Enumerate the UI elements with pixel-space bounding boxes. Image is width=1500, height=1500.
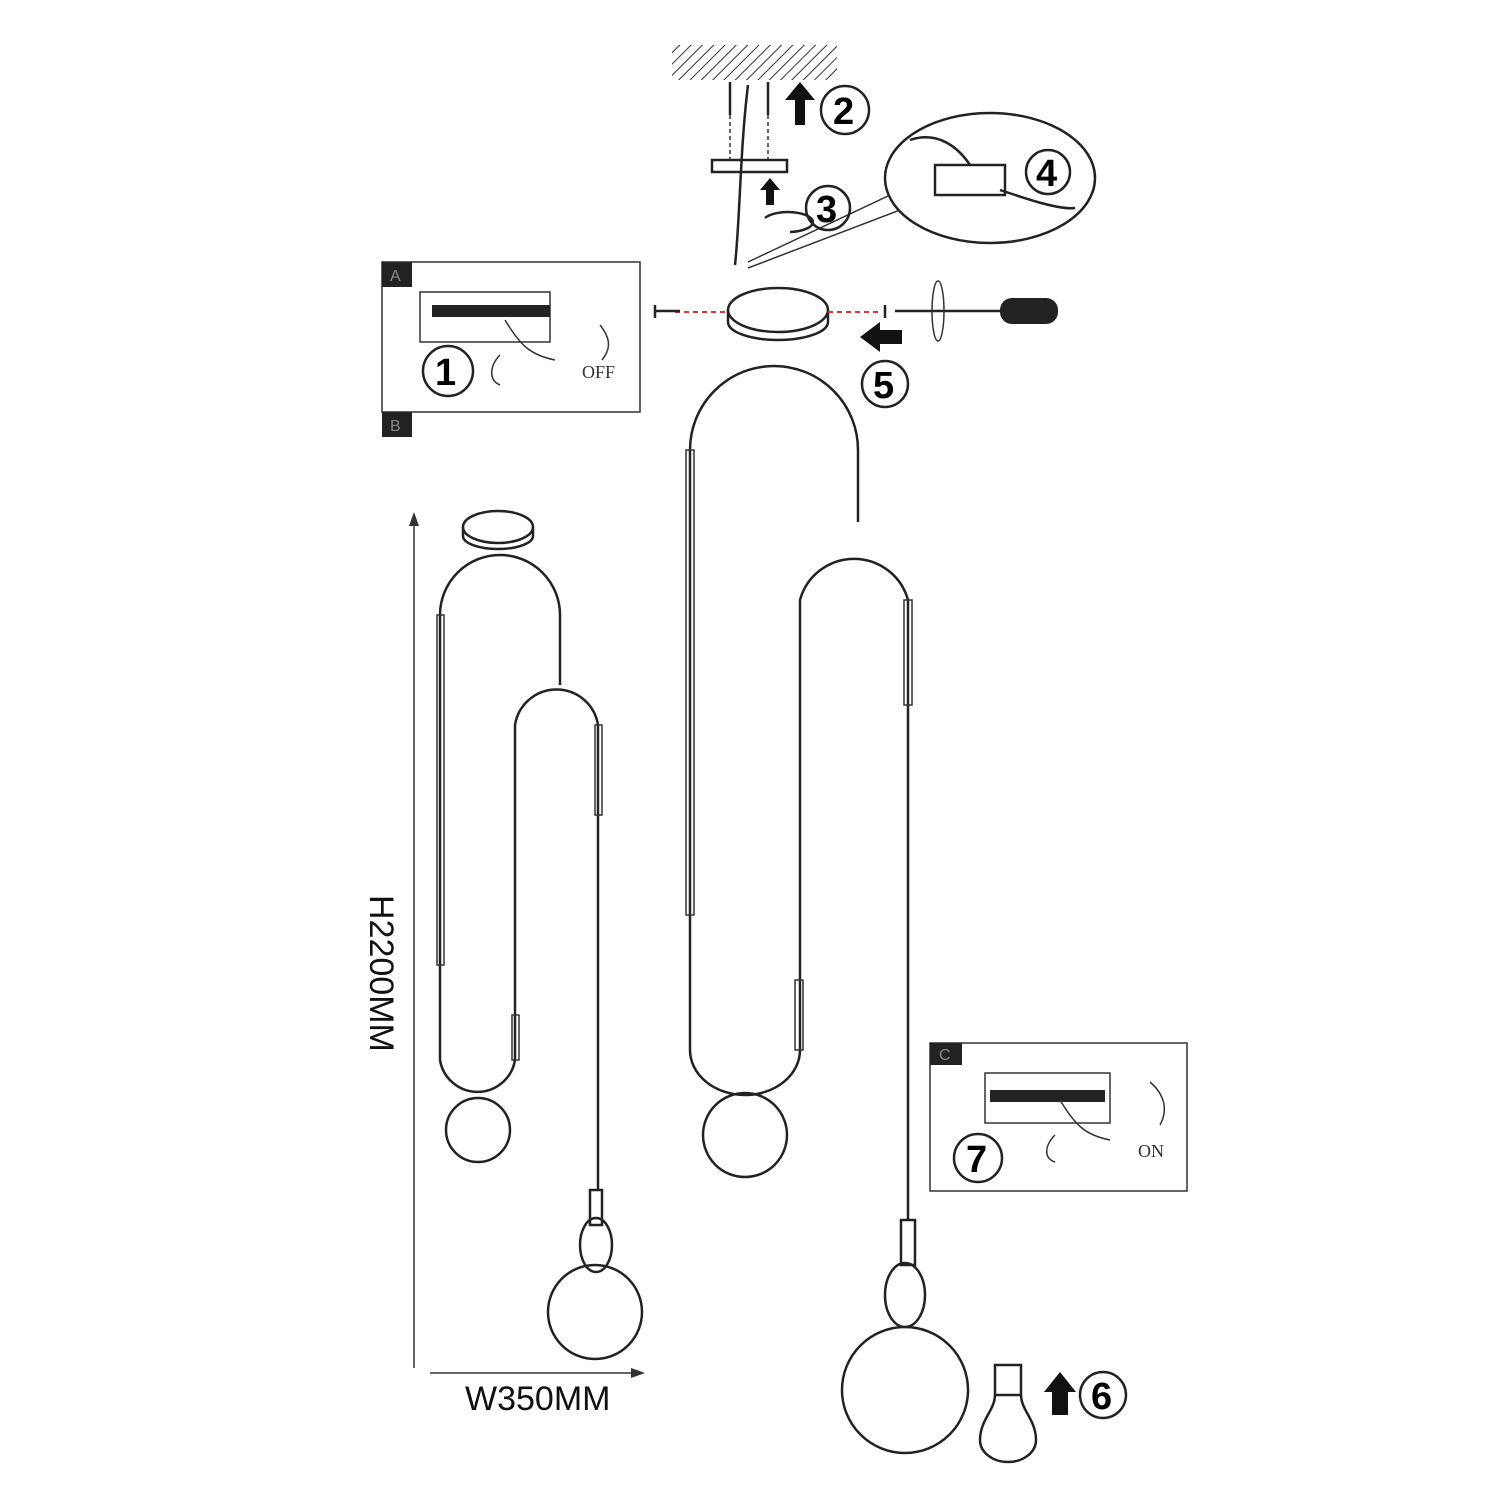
step-2-label: 2 [833, 91, 854, 133]
step-5-label: 5 [873, 365, 894, 407]
terminal-block-icon [909, 136, 1076, 210]
arrow-up-icon [760, 82, 815, 205]
rotate-down-icon [599, 324, 610, 361]
rotate-up-icon [1149, 1081, 1166, 1126]
screw-icon [653, 305, 680, 318]
globe-shade [444, 1096, 512, 1164]
step-4-label: 4 [1036, 153, 1057, 195]
wiring-detail-callout [883, 111, 1097, 245]
panel-tag: C [939, 1047, 951, 1064]
globe-shade [546, 1263, 644, 1361]
globe-shade [840, 1325, 970, 1455]
arrow-up-icon [1044, 1372, 1076, 1415]
step-numbers: 2 3 4 5 6 [804, 84, 1128, 1420]
arrow-left-icon [860, 322, 902, 352]
light-bulb-icon [978, 1363, 1038, 1464]
panel-tag: B [390, 418, 401, 435]
on-label: ON [1138, 1141, 1164, 1161]
breaker-box-icon [984, 1072, 1111, 1124]
width-label: W350MM [465, 1380, 610, 1418]
large-pendant [685, 286, 970, 1455]
screwdriver-icon [895, 280, 1058, 342]
rotate-arrow-icon [764, 210, 815, 234]
step-1-label: 1 [435, 352, 456, 394]
ceiling-screws [710, 82, 789, 266]
breaker-on-panel: C 7 ON [929, 1042, 1188, 1192]
step-6-label: 6 [1091, 1376, 1112, 1418]
globe-shade [701, 1091, 789, 1179]
breaker-off-panel: A B 1 OFF [381, 261, 641, 437]
off-label: OFF [582, 362, 615, 382]
small-pendant [436, 509, 644, 1361]
ceiling [672, 45, 837, 80]
panel-tag: A [390, 268, 401, 285]
height-label: H2200MM [362, 895, 400, 1052]
step-3-label: 3 [816, 189, 837, 231]
step-7-label: 7 [966, 1139, 987, 1181]
